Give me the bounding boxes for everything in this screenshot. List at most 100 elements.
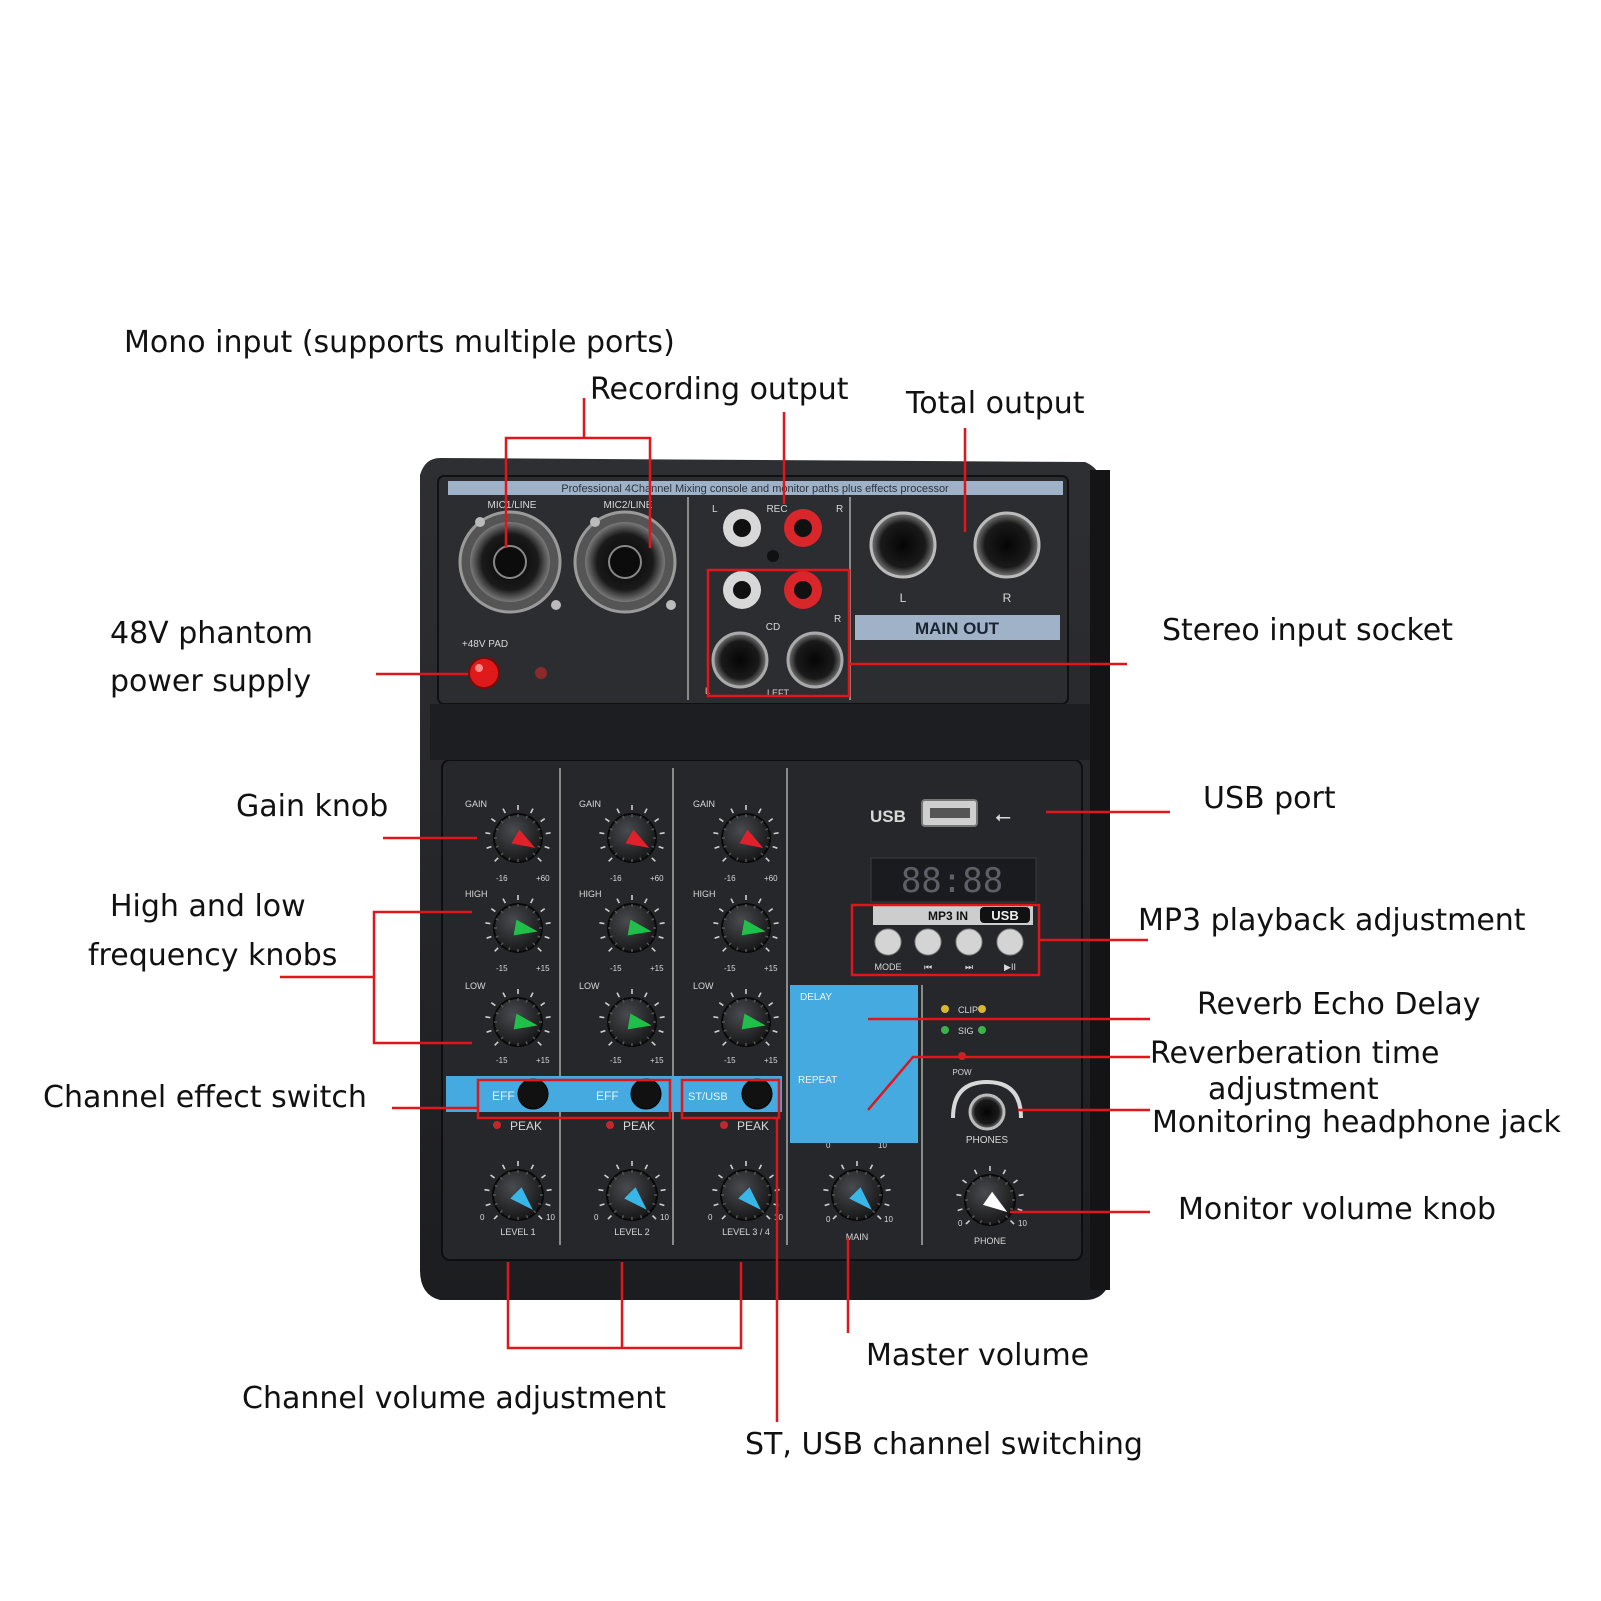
high-max-3: +15 — [764, 964, 778, 973]
repeat-max: 10 — [878, 1141, 887, 1150]
phantom-power-button[interactable]: +48V PAD — [462, 639, 547, 689]
phantom-label: +48V PAD — [462, 639, 508, 650]
high-min-1: -15 — [496, 964, 508, 973]
knob-pointer — [741, 1013, 766, 1030]
knob-pointer — [513, 919, 538, 936]
rec-label: REC — [766, 504, 787, 515]
repeat-label: REPEAT — [798, 1075, 837, 1086]
usb-badge-label: USB — [991, 908, 1018, 923]
main-out-jacks[interactable]: L R MAIN OUT — [855, 511, 1060, 640]
high-label-1: HIGH — [465, 889, 488, 899]
gain-knob-ch1[interactable] — [485, 805, 551, 863]
usb-panel-label: USB — [870, 807, 906, 826]
level-min-2: 0 — [594, 1213, 599, 1222]
callout-reverb-time-line1: Reverberation time — [1150, 1036, 1440, 1071]
mp3-prev-button[interactable] — [914, 928, 942, 956]
gain-min-2: -16 — [610, 874, 622, 883]
main-out-r-label: R — [1003, 591, 1012, 605]
panel-banner: Professional 4Channel Mixing console and… — [448, 481, 1063, 495]
knob-pointer — [624, 1187, 647, 1210]
low-knob-ch2[interactable] — [599, 989, 665, 1047]
prev-label: ⏮ — [924, 962, 932, 972]
phone-volume-knob[interactable] — [956, 1166, 1024, 1226]
peak2-label: PEAK — [623, 1119, 655, 1133]
headphones-icon — [951, 1079, 1023, 1119]
level1-label: LEVEL 1 — [500, 1227, 535, 1237]
callout-high-low-line1: High and low — [110, 889, 306, 924]
high-label-3: HIGH — [693, 889, 716, 899]
low-min-2: -15 — [610, 1056, 622, 1065]
pow-label: POW — [952, 1068, 972, 1077]
gain-label-3: GAIN — [693, 799, 715, 809]
knob-pointer — [741, 919, 766, 936]
level-max-1: 10 — [546, 1213, 555, 1222]
knob-pointer — [513, 1013, 538, 1030]
gain-max-2: +60 — [650, 874, 664, 883]
mp3-play-button[interactable] — [996, 928, 1024, 956]
phones-jack[interactable] — [968, 1093, 1006, 1131]
callout-mp3-playback: MP3 playback adjustment — [1138, 903, 1526, 938]
st-usb-label: ST/USB — [688, 1091, 728, 1103]
mode-label: MODE — [875, 962, 902, 972]
level-max-3: 10 — [774, 1213, 783, 1222]
low-min-3: -15 — [724, 1056, 736, 1065]
knob-pointer — [510, 1187, 533, 1210]
usb-section: USB ⭠ 88:88 MP3 IN USB MODE ⏮ ⏭ ▶II — [870, 799, 1037, 972]
gain-knob-ch2[interactable] — [599, 805, 665, 863]
knob-pointer — [982, 1191, 1008, 1213]
callout-high-low-line2: frequency knobs — [88, 938, 338, 973]
mp3-mode-button[interactable] — [874, 928, 902, 956]
rec-l-label: L — [712, 504, 718, 515]
high-knob-ch3[interactable] — [713, 895, 779, 953]
stereo-input-socket[interactable]: CD R LEFT L — [705, 571, 844, 698]
left-label: LEFT — [767, 688, 790, 698]
mp3-next-button[interactable] — [955, 928, 983, 956]
low-knob-ch1[interactable] — [485, 989, 551, 1047]
eff2-label: EFF — [596, 1089, 619, 1103]
clip-label: CLIP — [958, 1005, 978, 1015]
phone-max: 10 — [1018, 1219, 1027, 1228]
main-label: MAIN — [846, 1232, 869, 1242]
high-knob-ch2[interactable] — [599, 895, 665, 953]
usb-symbol-icon: ⭠ — [995, 806, 1011, 828]
low-label-2: LOW — [579, 981, 600, 991]
gain-knob-ch3[interactable] — [713, 805, 779, 863]
gain-max-3: +60 — [764, 874, 778, 883]
annotation-lines — [280, 398, 1170, 1422]
callout-monitor-volume: Monitor volume knob — [1178, 1192, 1497, 1227]
rec-r-label: R — [836, 504, 843, 515]
callout-st-usb-switch: ST, USB channel switching — [745, 1427, 1143, 1462]
channel-dividers — [559, 768, 923, 1245]
eff1-button[interactable] — [517, 1078, 549, 1110]
rec-output-rca[interactable]: L REC R — [712, 504, 843, 562]
high-max-2: +15 — [650, 964, 664, 973]
gain-label-1: GAIN — [465, 799, 487, 809]
high-min-2: -15 — [610, 964, 622, 973]
low-min-1: -15 — [496, 1056, 508, 1065]
mic1-combo-jack[interactable]: MIC1/LINE — [458, 500, 562, 614]
delay-label: DELAY — [800, 992, 832, 1003]
level-knob-ch3[interactable] — [712, 1161, 780, 1221]
knob-pointer — [739, 829, 764, 848]
st-usb-button[interactable] — [741, 1078, 773, 1110]
knob-pointer — [738, 1187, 761, 1210]
low-max-2: +15 — [650, 1056, 664, 1065]
level-knob-ch1[interactable] — [484, 1161, 552, 1221]
main-volume-knob[interactable] — [823, 1161, 891, 1221]
phone-label: PHONE — [974, 1236, 1006, 1246]
eff2-button[interactable] — [630, 1078, 662, 1110]
low-knob-ch3[interactable] — [713, 989, 779, 1047]
callout-phantom-line1: 48V phantom — [110, 616, 314, 651]
high-knob-ch1[interactable] — [485, 895, 551, 953]
gain-max-1: +60 — [536, 874, 550, 883]
effects-block: DELAY REPEAT — [790, 985, 918, 1143]
callout-gain-knob: Gain knob — [236, 789, 389, 824]
level-max-2: 10 — [660, 1213, 669, 1222]
phone-min: 0 — [958, 1219, 963, 1228]
level-knob-ch2[interactable] — [598, 1161, 666, 1221]
sig-label: SIG — [958, 1026, 974, 1036]
main-max: 10 — [884, 1215, 893, 1224]
monitor-section: CLIP SIG POW PHONES — [941, 1005, 1023, 1146]
mic1-label: MIC1/LINE — [488, 500, 537, 511]
callout-recording-output: Recording output — [590, 372, 849, 407]
